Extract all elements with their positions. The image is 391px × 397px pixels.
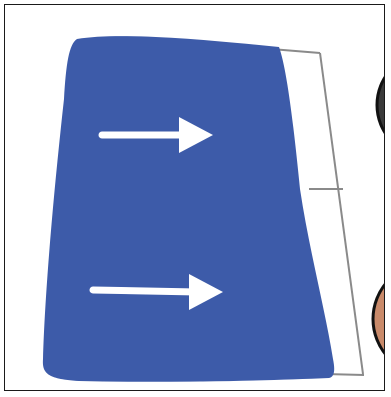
avatar-top	[377, 53, 385, 157]
image-frame	[4, 4, 385, 391]
illustration	[5, 5, 385, 391]
avatar-bottom	[373, 263, 385, 375]
